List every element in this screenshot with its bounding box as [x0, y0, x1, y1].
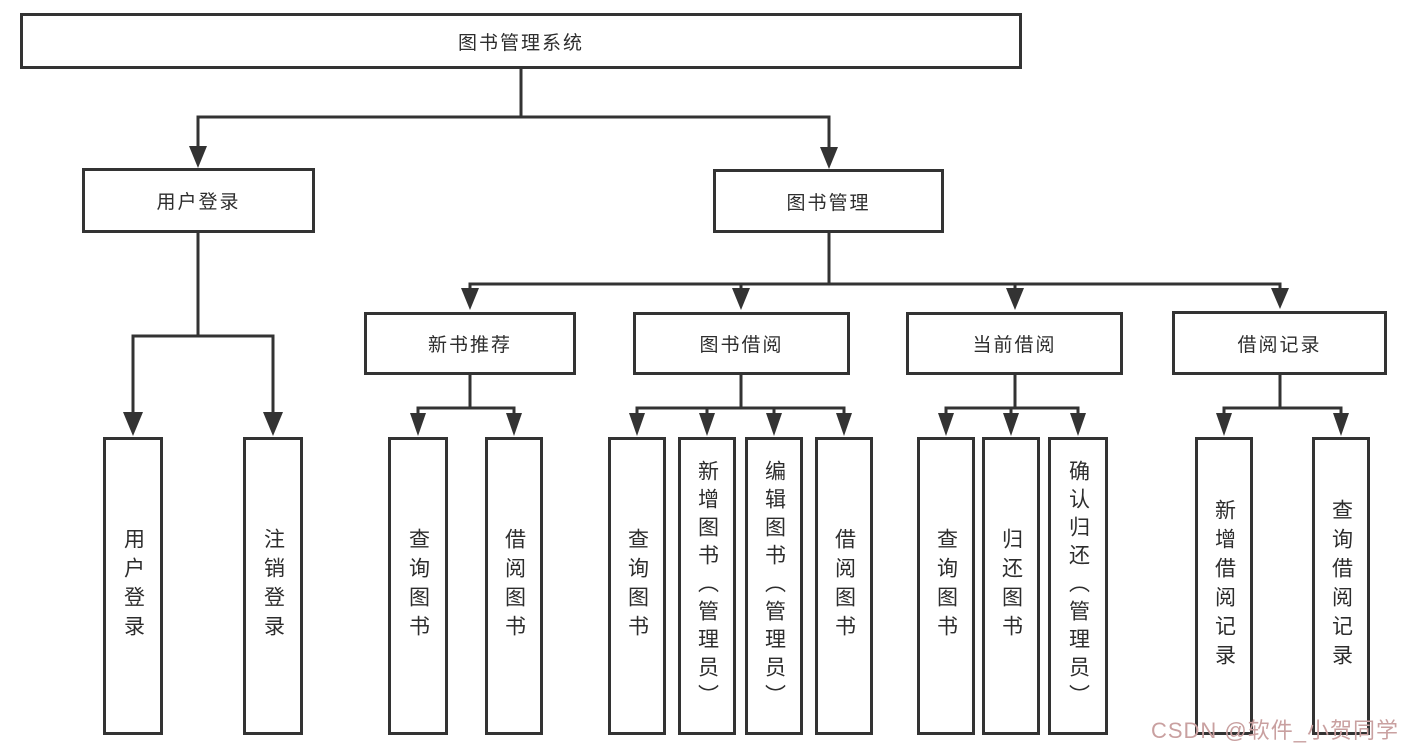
node-root-system: 图书管理系统 [20, 13, 1022, 69]
connector-book-borrow-branch [629, 375, 852, 436]
leaf-query-borrow-record: 查询借阅记录 [1312, 437, 1370, 735]
connector-borrow-record-branch [1216, 375, 1349, 436]
leaf-edit-books-admin: 编辑图书（管理员） [745, 437, 803, 735]
leaf-borrow-books-recommend: 借阅图书 [485, 437, 543, 735]
leaf-query-books-borrow: 查询图书 [608, 437, 666, 735]
leaf-add-borrow-record: 新增借阅记录 [1195, 437, 1253, 735]
node-book-borrow: 图书借阅 [633, 312, 850, 375]
leaf-user-login: 用户登录 [103, 437, 163, 735]
connector-new-book-branch [410, 375, 522, 436]
connector-book-management-branch [461, 233, 1289, 310]
csdn-watermark: CSDN @软件_小贺同学 [1150, 718, 1399, 743]
node-user-login: 用户登录 [82, 168, 315, 233]
leaf-return-books: 归还图书 [982, 437, 1040, 735]
leaf-query-books-current: 查询图书 [917, 437, 975, 735]
connector-root-to-level2 [189, 69, 838, 169]
connector-current-borrow-branch [938, 375, 1086, 436]
node-borrow-records: 借阅记录 [1172, 311, 1387, 375]
leaf-query-books-recommend: 查询图书 [388, 437, 448, 735]
leaf-add-books-admin: 新增图书（管理员） [678, 437, 736, 735]
leaf-logout: 注销登录 [243, 437, 303, 735]
leaf-confirm-return-admin: 确认归还（管理员） [1048, 437, 1108, 735]
connector-user-login-branch [123, 233, 283, 436]
node-new-book-recommend: 新书推荐 [364, 312, 576, 375]
node-book-management: 图书管理 [713, 169, 944, 233]
node-current-borrow: 当前借阅 [906, 312, 1123, 375]
leaf-borrow-books: 借阅图书 [815, 437, 873, 735]
